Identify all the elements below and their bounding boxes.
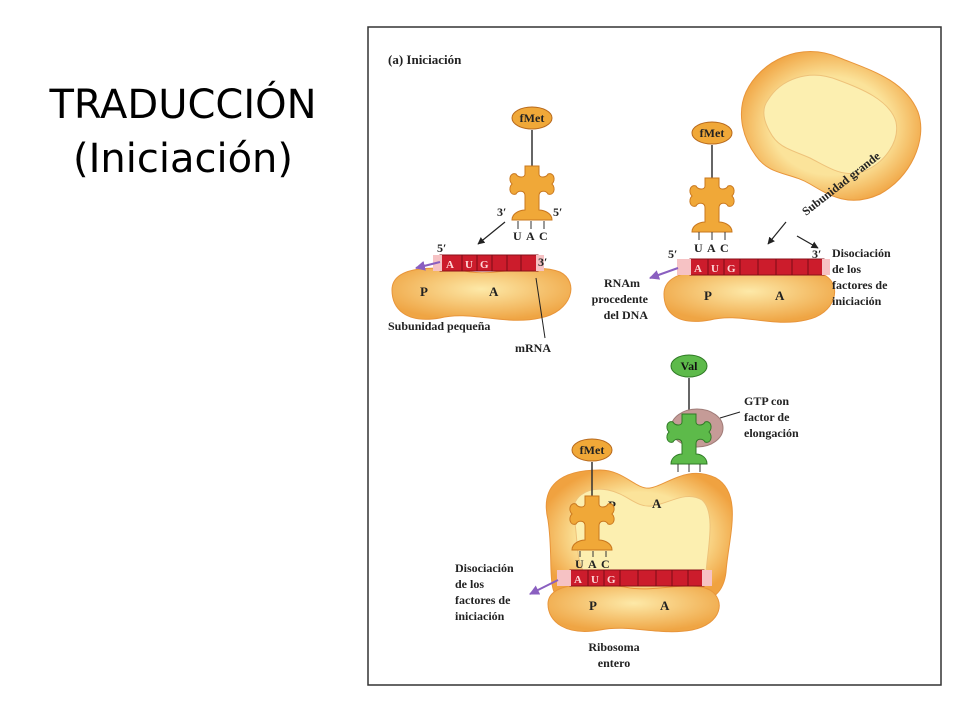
step3-gtp-label-2: factor de (744, 410, 790, 424)
step2-release-arrow (649, 267, 679, 280)
step2-dissociation-arrow (796, 235, 819, 249)
step1-small-subunit-label: Subunidad pequeña (388, 319, 490, 333)
step2-release-label-4: iniciación (832, 294, 882, 308)
step3-small-subunit (547, 583, 720, 633)
step2-join-arrow (767, 221, 787, 245)
step2-codon-a: A (694, 263, 702, 275)
step1-trna (509, 165, 555, 221)
step2-mrna-3prime: 3′ (812, 247, 821, 261)
step3-release-arrow (529, 579, 559, 595)
step1-fmet-bubble (511, 106, 553, 130)
step3-val-trna (666, 413, 712, 465)
step1-release-arrow (415, 260, 441, 271)
step2-rnam-label-3: del DNA (604, 308, 649, 322)
step2-mrna-strip (677, 258, 830, 276)
step2-release-label-2: de los (832, 262, 861, 276)
step1-codon-g: G (480, 259, 489, 271)
step1-codon-u: U (465, 259, 473, 271)
slide-title-line-2: (Iniciación) (72, 136, 294, 182)
step2-anticodon-a: A (707, 241, 716, 255)
step2-mrna-5prime: 5′ (668, 247, 677, 261)
step3-trna (569, 495, 615, 551)
step1-mrna-pointer (535, 277, 546, 339)
step2-fmet-bubble (691, 121, 733, 145)
step3-anticodon-u: U (575, 557, 584, 571)
step3-gtp-pointer (719, 411, 741, 419)
step1-site-a: A (489, 284, 499, 299)
step3-release-label-3: factores de (455, 593, 511, 607)
step2-release-label-3: factores de (832, 278, 888, 292)
step2-rnam-label-2: procedente (592, 292, 649, 306)
step2-fmet-label: fMet (700, 126, 725, 140)
step2-site-a: A (775, 288, 785, 303)
slide-title-line-1: TRADUCCIÓN (49, 82, 317, 128)
step3-release-label-1: Disociación (455, 561, 514, 575)
step3-val-bubble (670, 354, 708, 378)
step3-release-label-2: de los (455, 577, 484, 591)
step1-anticodon-u: U (513, 229, 522, 243)
step3-gtp-label-3: elongación (744, 426, 799, 440)
step3-fmet-bubble (571, 438, 613, 462)
step3-ribosome-label-2: entero (598, 656, 630, 670)
step1-binding-arrow (477, 221, 506, 245)
step3-site-a-top: A (652, 496, 662, 511)
step1-anticodon-a: A (526, 229, 535, 243)
step2-anticodon-u: U (694, 241, 703, 255)
step2-codon-g: G (727, 263, 736, 275)
step2-trna (689, 177, 735, 233)
step1-mrna-5prime: 5′ (437, 241, 446, 255)
step1-anticodon-c: C (539, 229, 548, 243)
step3-anticodon-a: A (588, 557, 597, 571)
step1-codon-a: A (446, 259, 454, 271)
step3-group: Val GTP con factor de elongación P A P A (455, 354, 799, 670)
step3-codon-a: A (574, 574, 582, 586)
step2-small-subunit (663, 270, 836, 323)
step3-anticodon-c: C (601, 557, 610, 571)
step3-codon-u: U (591, 574, 599, 586)
step3-fmet-label: fMet (580, 443, 605, 457)
step2-site-p: P (704, 288, 712, 303)
slide-title: TRADUCCIÓN (Iniciación) (18, 78, 348, 186)
panel-label: (a) Iniciación (388, 52, 462, 67)
step3-release-label-4: iniciación (455, 609, 505, 623)
step3-val-label: Val (681, 359, 699, 373)
step1-mrna-label: mRNA (515, 341, 551, 355)
step3-site-p: P (589, 598, 597, 613)
step2-anticodon-c: C (720, 241, 729, 255)
step3-codon-g: G (607, 574, 616, 586)
step1-group: P A A U G 5′ 3′ Subunidad pequeña mRNA f… (388, 106, 572, 355)
step3-mrna-strip (557, 569, 712, 587)
step1-small-subunit (391, 267, 572, 321)
step2-group: Subunidad grande P A A U G 5′ 3′ fMet (592, 51, 922, 323)
step2-release-label-1: Disociación (832, 246, 891, 260)
step2-large-subunit-inner (763, 74, 898, 174)
step1-trna-3prime: 3′ (497, 205, 506, 219)
step1-trna-5prime: 5′ (553, 205, 562, 219)
step1-site-p: P (420, 284, 428, 299)
step1-mrna-3prime: 3′ (538, 255, 547, 269)
step1-fmet-label: fMet (520, 111, 545, 125)
step3-gtp-label-1: GTP con (744, 394, 789, 408)
step2-rnam-label-1: RNAm (604, 276, 640, 290)
step2-codon-u: U (711, 263, 719, 275)
step3-site-a: A (660, 598, 670, 613)
step3-ribosome-label-1: Ribosoma (588, 640, 639, 654)
